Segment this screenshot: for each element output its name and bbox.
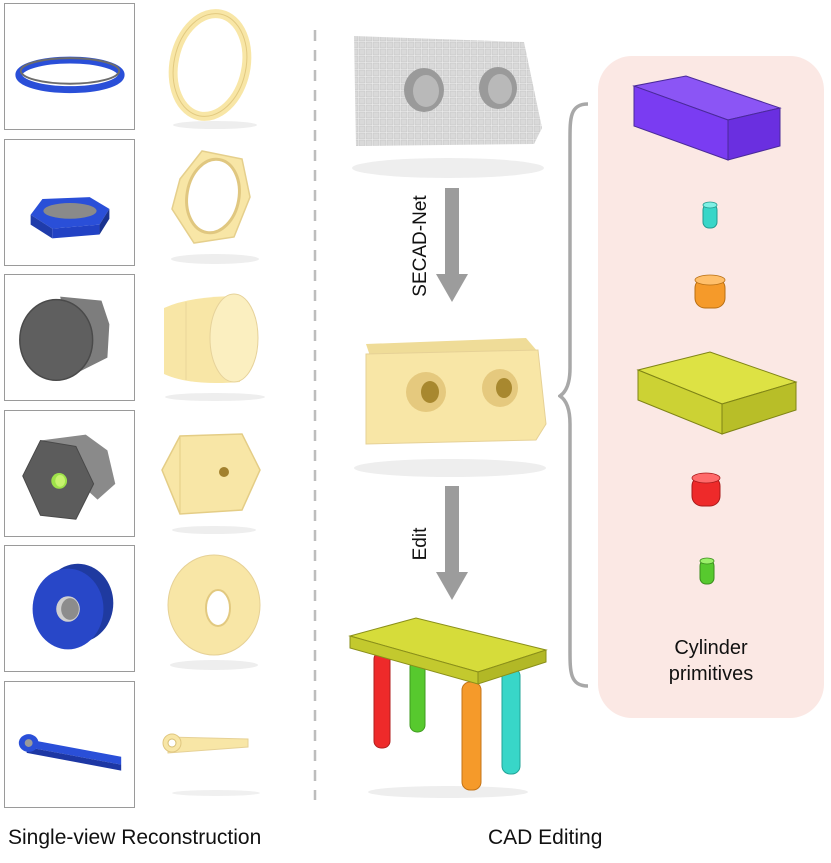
voxel-input-model	[352, 36, 544, 178]
reconstruction-cylinder	[150, 274, 280, 401]
yellow-cylinder-icon	[164, 293, 265, 401]
yellow-hex-nut-icon	[171, 150, 259, 264]
blue-ring-icon	[15, 56, 125, 94]
dashed-divider	[313, 30, 317, 800]
reconstruction-lever	[150, 681, 280, 808]
yellow-ring-icon	[168, 9, 257, 129]
arrow-down-icon	[436, 486, 468, 600]
input-view-lever	[4, 681, 135, 808]
input-view-ring	[4, 3, 135, 130]
curly-brace	[558, 102, 589, 688]
primitives-panel: Cylinder primitives	[598, 56, 824, 718]
yellow-hex-prism-icon	[161, 433, 261, 534]
panel-label-line1: Cylinder	[674, 637, 748, 659]
primitive-shapes	[632, 75, 798, 585]
reconstruction-washer	[150, 545, 280, 672]
reconstructed-cad-model	[354, 338, 547, 477]
caption-cad-editing: CAD Editing	[488, 826, 603, 849]
input-view-hex-prism	[4, 410, 135, 537]
input-view-hex-nut	[4, 139, 135, 266]
arrow-down-icon	[436, 188, 468, 302]
input-view-washer	[4, 545, 135, 672]
caption-single-view-reconstruction: Single-view Reconstruction	[8, 826, 262, 849]
edited-table-model	[348, 617, 548, 798]
reconstruction-hex-nut	[150, 139, 280, 266]
panel-label-line2: primitives	[668, 663, 754, 685]
yellow-washer-icon	[167, 554, 261, 670]
gray-hex-prism-icon	[22, 434, 116, 520]
arrow-label-edit: Edit	[410, 527, 431, 561]
blue-lever-icon	[18, 734, 122, 771]
reconstruction-ring	[150, 3, 280, 130]
blue-hex-nut-icon	[30, 197, 110, 239]
gray-cylinder-icon	[19, 296, 110, 382]
blue-washer-icon	[32, 563, 114, 650]
arrow-label-secad-net: SECAD-Net	[410, 195, 431, 297]
reconstruction-hex-prism	[150, 410, 280, 537]
input-view-cylinder	[4, 274, 135, 401]
yellow-lever-icon	[162, 733, 260, 796]
